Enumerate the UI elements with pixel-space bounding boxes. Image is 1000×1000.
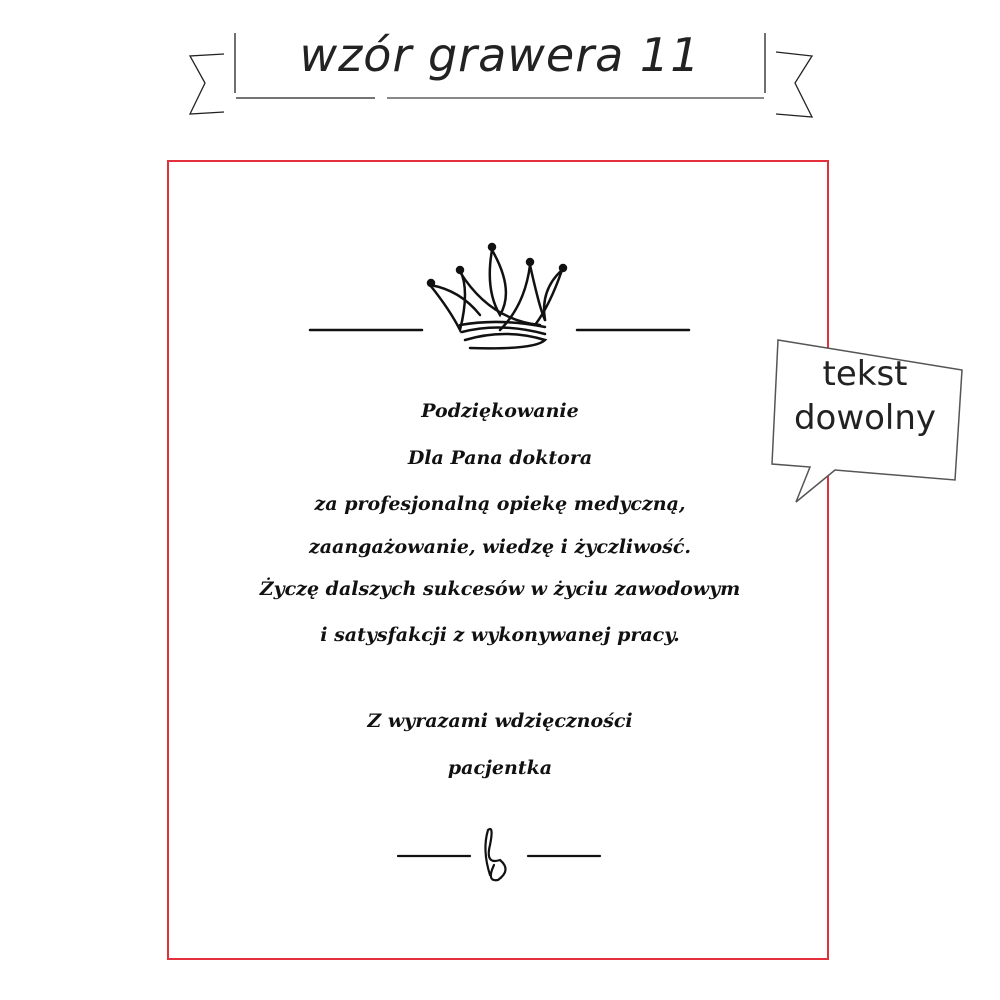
text-line: Dla Pana doktora [407, 447, 593, 469]
page-title: wzór grawera 11 [299, 28, 701, 82]
text-line: i satysfakcji z wykonywanej pracy. [320, 624, 680, 646]
text-line: za profesjonalną opiekę medyczną, [314, 493, 686, 515]
text-line: Życzę dalszych sukcesów w życiu zawodowy… [259, 578, 741, 600]
ribbon-banner [188, 33, 814, 118]
text-line: zaangażowanie, wiedzę i życzliwość. [308, 536, 692, 558]
crown-ornament [308, 242, 691, 350]
bubble-text-line: tekst [822, 354, 908, 394]
closing-line: Z wyrazami wdzięczności [367, 710, 633, 732]
flourish-divider [396, 827, 602, 882]
bubble-text-line: dowolny [793, 398, 937, 438]
bubble-text: tekst dowolny [785, 352, 945, 440]
text-line: Podziękowanie [421, 400, 579, 422]
closing-line: pacjentka [447, 757, 553, 779]
engraving-frame [167, 160, 829, 960]
